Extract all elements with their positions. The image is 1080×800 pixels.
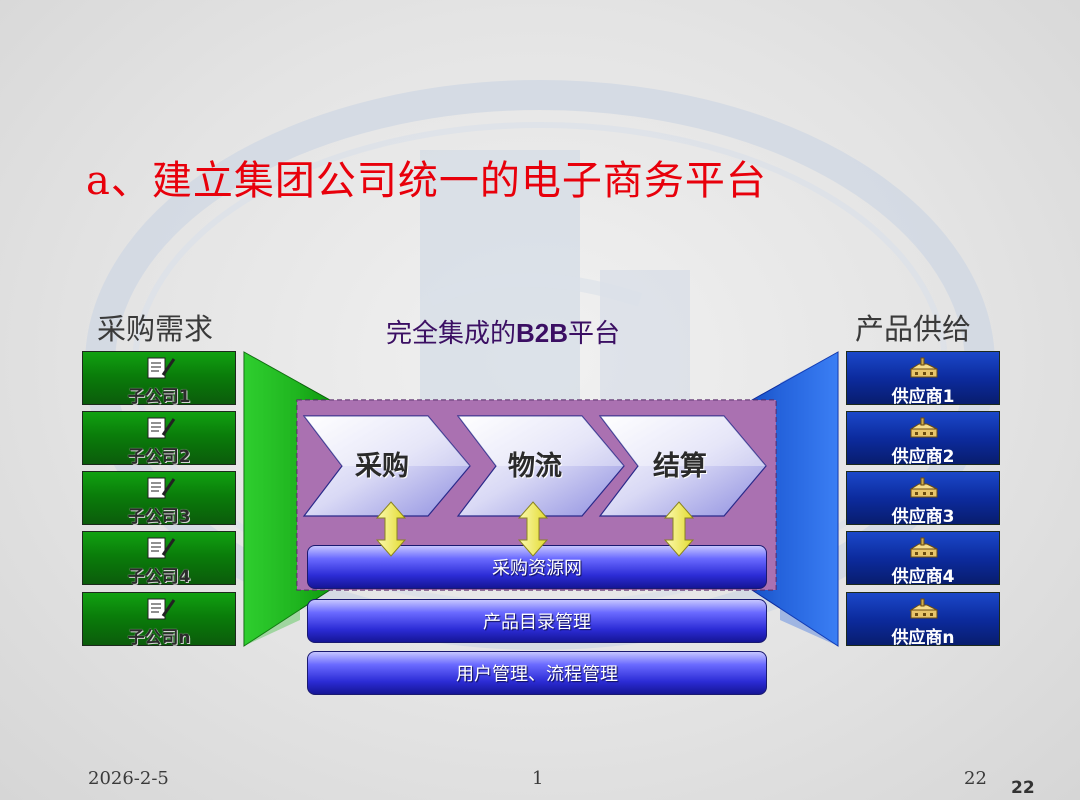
- notepad-pencil-icon: [147, 357, 176, 379]
- supplier-box: 供应商3: [846, 471, 1000, 527]
- factory-icon: [909, 537, 938, 558]
- layer-bar-catalog-management: 产品目录管理: [307, 599, 767, 643]
- step-logistics-label: 物流: [508, 451, 562, 482]
- factory-icon: [909, 598, 938, 619]
- footer-center-number: 1: [532, 768, 544, 789]
- center-heading: 完全集成的B2B平台: [386, 318, 621, 349]
- supplier-label: 供应商1: [891, 387, 955, 407]
- slide-number: 22: [1011, 778, 1035, 798]
- layer-label: 采购资源网: [492, 558, 582, 579]
- subsidiary-label: 子公司1: [127, 387, 191, 407]
- left-heading: 采购需求: [97, 312, 214, 346]
- subsidiary-box: 子公司4: [82, 531, 236, 587]
- chevron-settlement: [598, 415, 767, 517]
- subsidiary-box: 子公司3: [82, 471, 236, 527]
- notepad-pencil-icon: [147, 598, 176, 620]
- right-heading: 产品供给: [855, 312, 972, 346]
- supplier-box: 供应商1: [846, 351, 1000, 407]
- subsidiary-box: 子公司2: [82, 411, 236, 467]
- supplier-box: 供应商n: [846, 592, 1000, 648]
- slide-title: a、建立集团公司统一的电子商务平台: [86, 158, 767, 204]
- supplier-label: 供应商3: [891, 507, 955, 527]
- subsidiary-box: 子公司n: [82, 592, 236, 648]
- layer-label: 产品目录管理: [483, 612, 591, 633]
- notepad-pencil-icon: [147, 537, 176, 559]
- supplier-label: 供应商4: [891, 567, 955, 587]
- step-procurement-label: 采购: [355, 451, 409, 482]
- factory-icon: [909, 357, 938, 378]
- subsidiary-label: 子公司4: [127, 567, 191, 587]
- footer-date: 2026-2-5: [88, 768, 169, 789]
- factory-icon: [909, 417, 938, 438]
- supplier-box: 供应商4: [846, 531, 1000, 587]
- chevron-procurement: [302, 415, 471, 517]
- subsidiary-label: 子公司2: [127, 447, 191, 467]
- double-arrow-icon: [375, 501, 695, 557]
- footer-page-number: 22: [964, 768, 987, 789]
- supplier-label: 供应商n: [891, 628, 955, 648]
- chevron-logistics: [456, 415, 625, 517]
- notepad-pencil-icon: [147, 477, 176, 499]
- subsidiary-label: 子公司n: [127, 628, 191, 648]
- step-settlement-label: 结算: [653, 451, 707, 482]
- subsidiary-label: 子公司3: [127, 507, 191, 527]
- notepad-pencil-icon: [147, 417, 176, 439]
- layer-label: 用户管理、流程管理: [456, 664, 618, 685]
- supplier-label: 供应商2: [891, 447, 955, 467]
- factory-icon: [909, 477, 938, 498]
- supplier-box: 供应商2: [846, 411, 1000, 467]
- layer-bar-user-process-management: 用户管理、流程管理: [307, 651, 767, 695]
- subsidiary-box: 子公司1: [82, 351, 236, 407]
